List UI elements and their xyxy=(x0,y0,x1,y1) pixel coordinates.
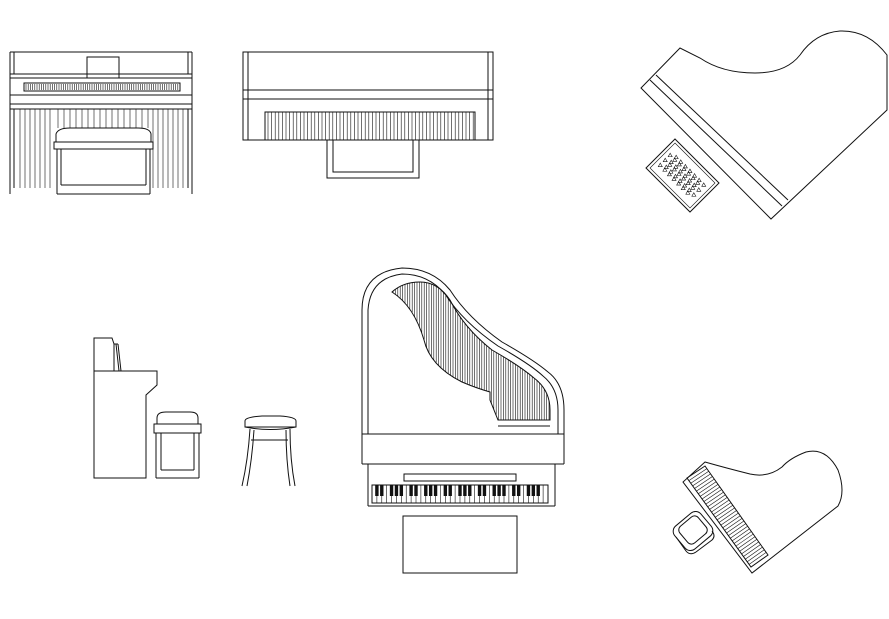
grand-piano-plan-rotated-with-bench-cushion xyxy=(640,30,888,220)
front-keyboard-keys xyxy=(25,84,179,90)
grand-piano-plan-with-keyboard-and-bench xyxy=(361,267,565,574)
piano-strings xyxy=(392,282,550,420)
grand-keyboard-keys xyxy=(375,485,544,503)
upright-piano-top-view xyxy=(242,51,494,179)
chair-plan xyxy=(672,510,715,555)
grand-piano-plan-rotated-small-with-chair xyxy=(672,450,843,574)
bench-cushion-patterned xyxy=(645,138,720,213)
round-piano-stool-elevation xyxy=(241,415,297,487)
upright-piano-side-elevation-with-stool xyxy=(93,337,202,479)
small-grand-keys xyxy=(688,468,767,565)
top-view-keys xyxy=(267,112,474,140)
string-section xyxy=(391,281,551,421)
upright-piano-front-elevation xyxy=(9,51,193,195)
